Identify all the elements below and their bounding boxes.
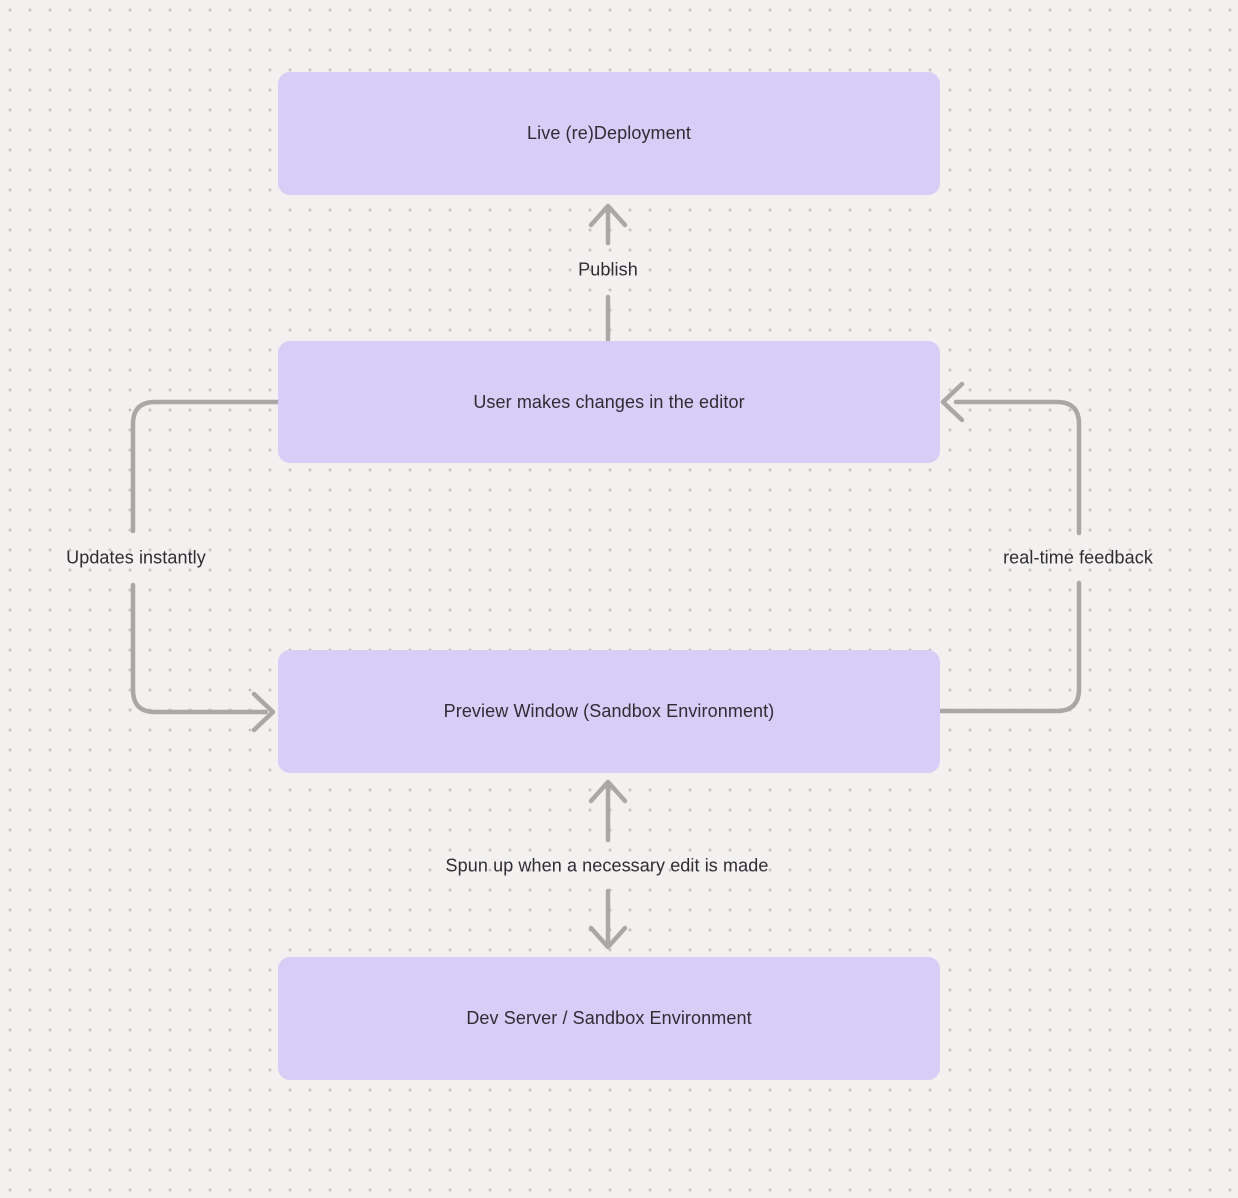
node-preview-window-label: Preview Window (Sandbox Environment) xyxy=(443,701,775,721)
node-editor[interactable]: User makes changes in the editor xyxy=(278,341,940,463)
node-preview-window[interactable]: Preview Window (Sandbox Environment) xyxy=(278,650,940,773)
edge-line xyxy=(130,399,281,534)
edge-label-updates-instantly: Updates instantly xyxy=(66,547,206,568)
node-live-deployment[interactable]: Live (re)Deployment xyxy=(278,72,940,195)
arrowhead-up-icon xyxy=(588,203,628,228)
node-editor-label: User makes changes in the editor xyxy=(473,391,745,412)
node-dev-server[interactable]: Dev Server / Sandbox Environment xyxy=(278,957,940,1080)
edge-line xyxy=(953,399,1082,536)
arrowhead-right-icon xyxy=(251,691,276,733)
arrowhead-up-icon xyxy=(588,779,628,804)
edge-line xyxy=(130,582,269,715)
edge-label-real-time-feedback: real-time feedback xyxy=(1003,547,1153,568)
arrowhead-left-icon xyxy=(940,381,965,423)
edge-label-publish: Publish xyxy=(578,259,638,280)
arrowhead-down-icon xyxy=(588,925,628,950)
edge-label-spun-up: Spun up when a necessary edit is made xyxy=(445,855,769,876)
edge-line xyxy=(937,580,1082,714)
node-dev-server-label: Dev Server / Sandbox Environment xyxy=(466,1008,752,1028)
node-live-deployment-label: Live (re)Deployment xyxy=(527,123,691,143)
